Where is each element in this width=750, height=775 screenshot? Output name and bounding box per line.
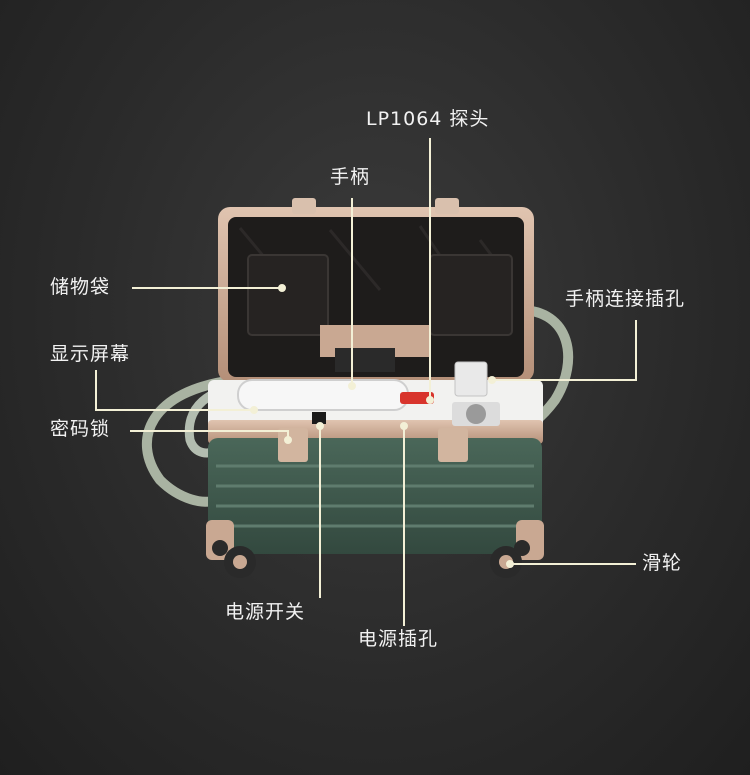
display-label: 显示屏幕 — [50, 343, 131, 365]
case-base — [208, 361, 543, 444]
fan — [466, 404, 486, 424]
storage-bag-label: 储物袋 — [50, 276, 111, 298]
power-switch-label: 电源开关 — [225, 601, 306, 623]
handle-socket — [454, 361, 488, 397]
power-switch — [312, 412, 326, 424]
left-hose — [141, 375, 240, 507]
socket-leader — [492, 320, 637, 381]
probe-tip — [400, 392, 434, 404]
handle-socket-label: 手柄连接插孔 — [565, 288, 686, 310]
wheel-label: 滑轮 — [642, 552, 683, 574]
power-socket-label: 电源插孔 — [358, 628, 439, 650]
wheels — [212, 540, 530, 578]
case-body — [206, 428, 544, 560]
case-lid — [218, 198, 534, 382]
lock-label: 密码锁 — [50, 418, 111, 440]
latch-left — [278, 428, 308, 462]
display-leader — [95, 370, 254, 411]
latch-right — [438, 428, 468, 462]
storage-pocket-left — [247, 254, 329, 336]
handle-label: 手柄 — [330, 166, 371, 188]
storage-pocket-right — [429, 254, 513, 336]
leader-lines — [95, 138, 637, 626]
handpiece — [237, 379, 409, 411]
probe-label: LP1064 探头 — [366, 108, 490, 130]
